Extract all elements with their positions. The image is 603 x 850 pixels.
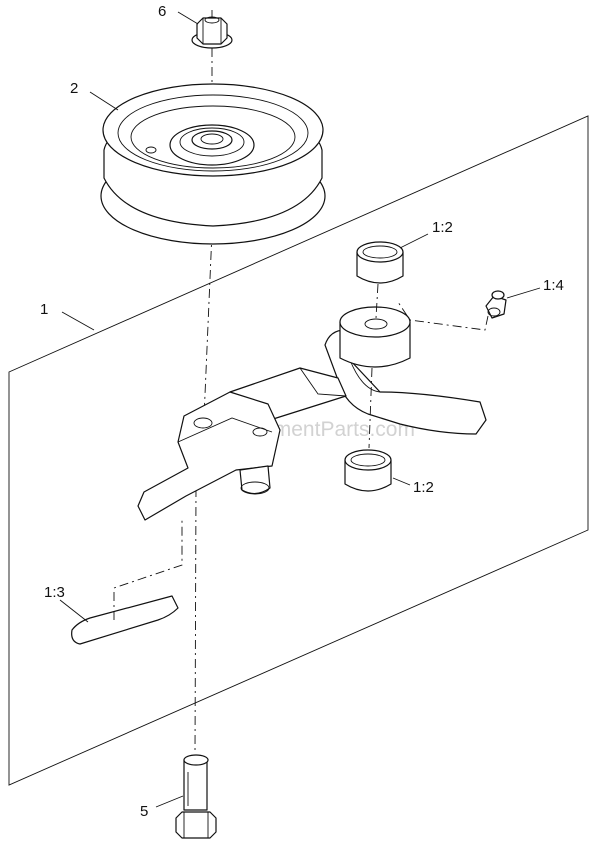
assembly-plane [8, 115, 589, 786]
leader-5 [155, 795, 184, 808]
callout-6: 6 [158, 3, 166, 20]
leader-1 [61, 311, 95, 331]
bushing-bottom [344, 449, 392, 492]
idler-arm [137, 306, 487, 521]
bushing-top [356, 241, 404, 284]
leader-1-3 [59, 599, 89, 623]
bushing-axis-top [375, 283, 379, 319]
center-axis-line-2 [203, 231, 213, 419]
center-axis-line-3 [194, 487, 197, 753]
callout-1-2-top: 1:2 [432, 219, 453, 236]
leader-1-4 [506, 287, 541, 299]
grease-fitting-path [397, 301, 489, 331]
idler-pulley [100, 83, 326, 245]
callout-2: 2 [70, 80, 78, 97]
callout-5: 5 [140, 803, 148, 820]
callout-1-2-bottom: 1:2 [413, 479, 434, 496]
leader-1-2-top [399, 233, 429, 249]
bolt [175, 754, 217, 839]
leader-2 [89, 91, 119, 111]
callout-1-3: 1:3 [44, 584, 65, 601]
bushing-axis-bottom [368, 367, 373, 449]
decal [71, 595, 179, 645]
grease-fitting [485, 290, 507, 319]
leader-1-2-bottom [392, 477, 411, 486]
leader-6 [177, 11, 199, 25]
callout-1: 1 [40, 301, 48, 318]
flange-nut [191, 16, 233, 49]
callout-1-4: 1:4 [543, 277, 564, 294]
